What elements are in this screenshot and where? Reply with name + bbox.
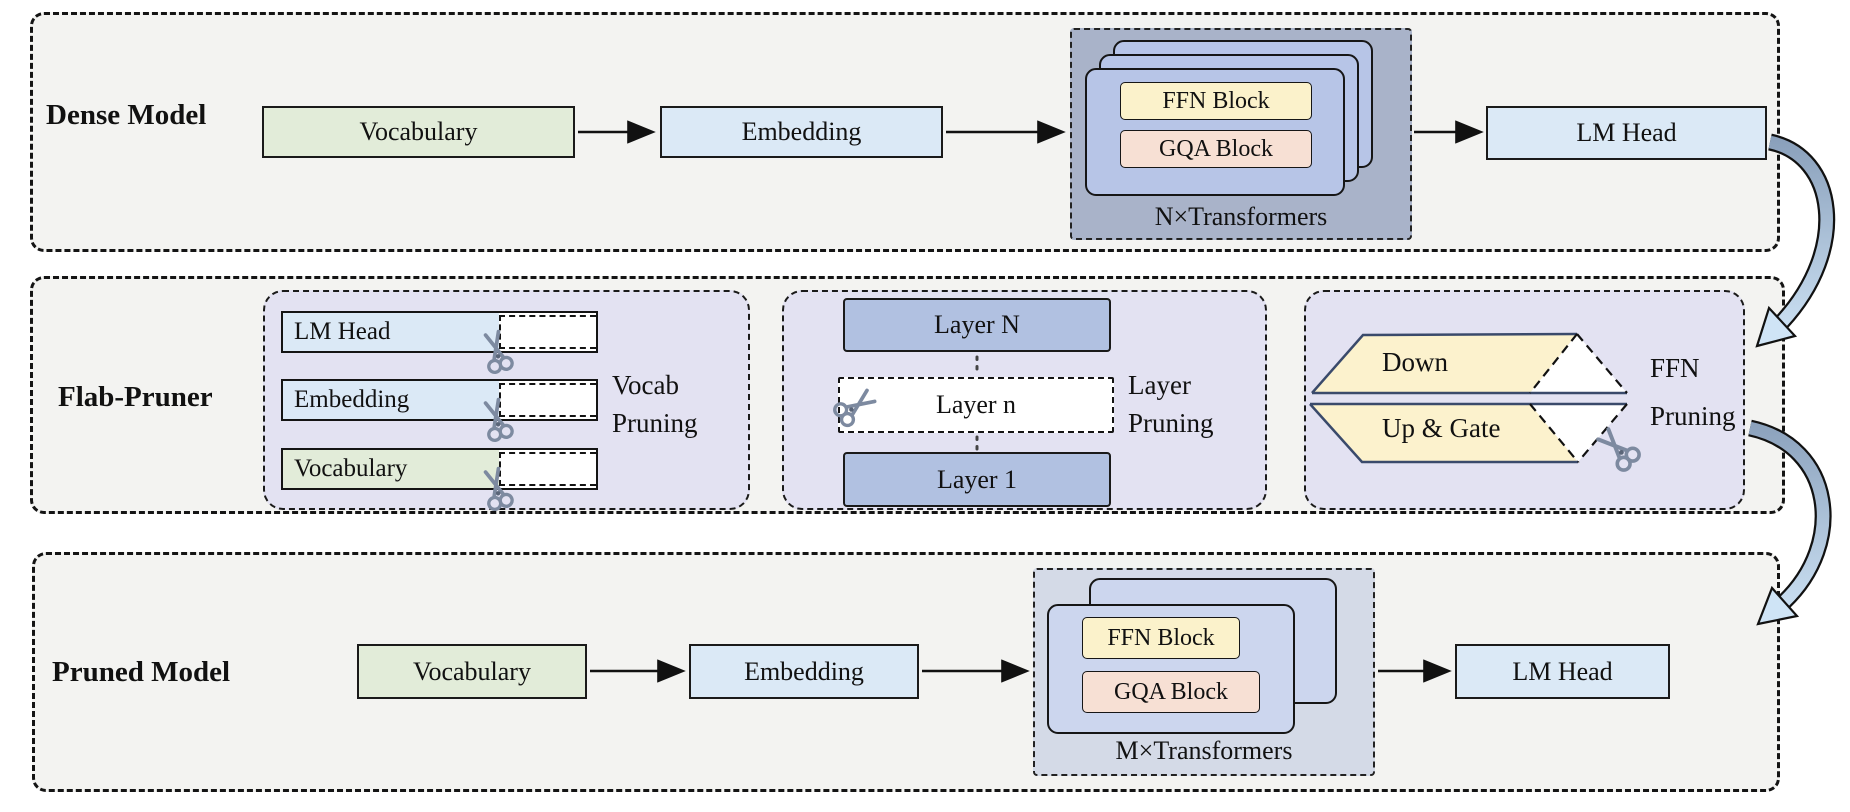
- ffn-down-label: Down: [1382, 347, 1448, 377]
- bar-kept-fill: [283, 381, 499, 419]
- bar-label: LM Head: [294, 318, 391, 345]
- pruned-gqa-block: GQA Block: [1082, 671, 1260, 713]
- vocab-pruning-caption: Vocab Pruning: [612, 370, 698, 439]
- bar-kept-fill: [283, 313, 499, 351]
- bar-label: Vocabulary: [294, 455, 408, 482]
- ffn-up-gate-label: Up & Gate: [1382, 413, 1501, 443]
- dense-lm-head-box: LM Head: [1486, 106, 1767, 160]
- bar-pruned-region: [498, 315, 596, 349]
- vocab-bar-vocabulary: Vocabulary: [281, 448, 598, 490]
- dense-model-label: Dense Model: [46, 99, 207, 131]
- dense-transformers-caption: N×Transformers: [1154, 202, 1328, 231]
- scissors-icon: [477, 463, 518, 515]
- pruned-ffn-block: FFN Block: [1082, 617, 1240, 659]
- ffn-pruning-caption: FFN Pruning: [1650, 353, 1736, 432]
- bar-pruned-region: [498, 452, 596, 486]
- pruned-embedding-box: Embedding: [689, 644, 919, 699]
- pruned-model-label: Pruned Model: [52, 656, 231, 688]
- bar-kept-fill: [283, 450, 499, 488]
- flab-pruner-label: Flab-Pruner: [58, 381, 213, 413]
- layer-pruned-box: Layer n: [838, 377, 1114, 433]
- vocab-bar-lm-head: LM Head: [281, 311, 598, 353]
- layer-n-box: Layer N: [843, 298, 1111, 352]
- dense-embedding-box: Embedding: [660, 106, 943, 158]
- ffn-pruning-panel: [1304, 290, 1745, 510]
- scissors-icon: [477, 394, 518, 446]
- scissors-icon: [828, 382, 883, 433]
- layer-pruning-caption: Layer Pruning: [1128, 370, 1214, 439]
- dense-gqa-block: GQA Block: [1120, 130, 1312, 168]
- pruned-transformers-caption: M×Transformers: [1115, 736, 1293, 765]
- dense-vocabulary-box: Vocabulary: [262, 106, 575, 158]
- scissors-icon: [477, 326, 518, 378]
- layer-1-box: Layer 1: [843, 452, 1111, 507]
- pruned-lm-head-box: LM Head: [1455, 644, 1670, 699]
- pruned-vocabulary-box: Vocabulary: [357, 644, 587, 699]
- dense-ffn-block: FFN Block: [1120, 82, 1312, 120]
- bar-label: Embedding: [294, 386, 410, 413]
- vocab-bar-embedding: Embedding: [281, 379, 598, 421]
- bar-pruned-region: [498, 383, 596, 417]
